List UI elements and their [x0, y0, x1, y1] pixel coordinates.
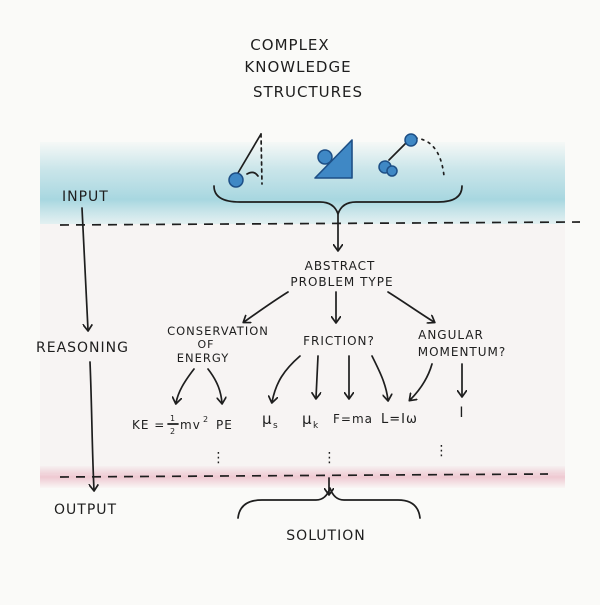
ke-exponent: 2 [203, 415, 209, 424]
output-divider [59, 473, 549, 478]
abstract-to-angular-arrow [387, 291, 434, 322]
title-line-1: COMPLEX [250, 36, 329, 54]
energy-more-dots: ⋮ [212, 450, 227, 466]
title-line-3: STRUCTURES [253, 83, 363, 101]
pendulum-icon [228, 133, 263, 188]
friction-to-mu-k-arrow [316, 355, 318, 398]
energy-to-ke-arrow [176, 368, 195, 403]
energy-label-line-3: ENERGY [177, 351, 230, 365]
potential-energy-label: PE [216, 418, 233, 432]
input-to-reasoning-arrow [81, 207, 88, 330]
stage-reasoning-label: REASONING [36, 340, 129, 356]
solution-label: SOLUTION [286, 528, 365, 544]
mu-k-subscript: k [313, 421, 319, 431]
stage-input-label: INPUT [62, 189, 109, 205]
abstract-line-2: PROBLEM TYPE [290, 275, 393, 289]
moment-of-inertia-label: I [459, 405, 464, 421]
stage-output-label: OUTPUT [54, 502, 117, 518]
ke-rest: mv [180, 418, 201, 432]
rotating-arm-icon [378, 133, 445, 177]
mu-s-subscript: s [273, 421, 279, 431]
input-divider [59, 221, 581, 226]
kinetic-friction-coefficient: μ k [302, 410, 319, 431]
mu-s-symbol: μ [262, 410, 273, 428]
friction-more-dots: ⋮ [323, 450, 338, 466]
abstract-line-1: ABSTRACT [305, 259, 376, 273]
energy-label-line-1: CONSERVATION [167, 324, 269, 338]
friction-to-mu-s-arrow [272, 355, 301, 402]
static-friction-coefficient: μ s [262, 410, 279, 431]
mu-k-symbol: μ [302, 410, 313, 428]
angular-momentum-formula: L=Iω [381, 412, 418, 427]
energy-to-pe-arrow [207, 368, 222, 403]
kinetic-energy-formula: KE = 1 2 mv 2 [132, 414, 209, 436]
energy-label-line-2: OF [198, 338, 215, 351]
angular-to-formula-arrow [410, 363, 433, 400]
output-band [40, 466, 565, 488]
ke-numerator: 1 [170, 414, 176, 423]
angular-label-line-1: ANGULAR [418, 328, 484, 342]
angular-label-line-2: MOMENTUM? [418, 345, 507, 359]
friction-label: FRICTION? [303, 334, 375, 348]
reasoning-to-output-arrow [90, 361, 94, 490]
friction-to-angular-formula-arrow [371, 355, 388, 400]
ke-denominator: 2 [170, 427, 176, 436]
newton-second-law: F=ma [333, 412, 373, 426]
solution-brace [237, 487, 421, 519]
input-band [40, 142, 565, 224]
abstract-to-energy-arrow [244, 291, 289, 322]
angular-more-dots: ⋮ [435, 443, 450, 459]
reasoning-band [40, 224, 565, 474]
incline-block-icon [314, 139, 353, 179]
ke-prefix: KE = [132, 418, 165, 432]
title-line-2: KNOWLEDGE [244, 58, 351, 76]
